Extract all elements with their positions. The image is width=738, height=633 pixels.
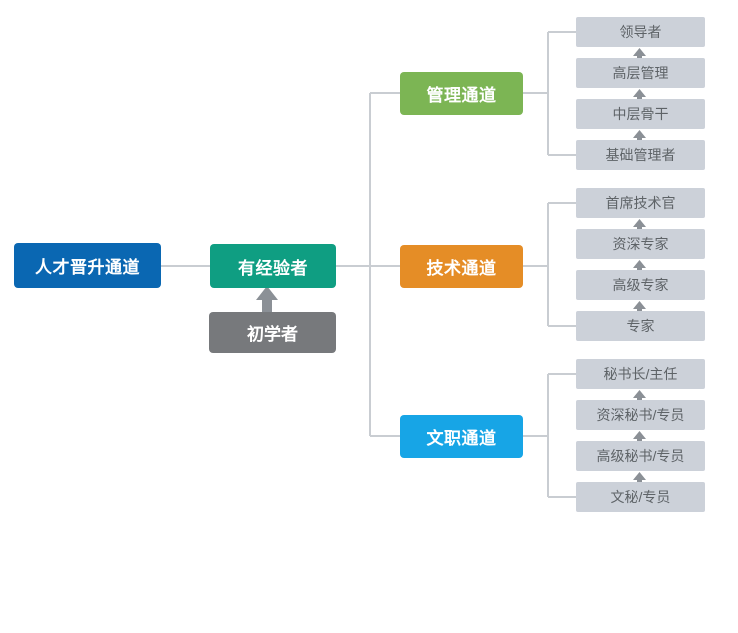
node-civil-level-2-label: 高级秘书/专员 bbox=[596, 448, 685, 464]
node-management-level-0-label: 领导者 bbox=[619, 24, 662, 40]
node-technical-level-0[interactable]: 首席技术官 bbox=[576, 188, 705, 218]
node-technical-level-3[interactable]: 专家 bbox=[576, 311, 705, 341]
node-technical-level-1[interactable]: 资深专家 bbox=[576, 229, 705, 259]
node-channel-management[interactable]: 管理通道 bbox=[400, 72, 523, 115]
node-management-level-2-label: 中层骨干 bbox=[612, 106, 669, 122]
node-root-label: 人才晋升通道 bbox=[35, 258, 140, 277]
node-management-level-0[interactable]: 领导者 bbox=[576, 17, 705, 47]
node-beginner-label: 初学者 bbox=[247, 325, 298, 344]
node-management-level-3-label: 基础管理者 bbox=[605, 147, 676, 163]
node-technical-level-2-label: 高级专家 bbox=[612, 277, 669, 293]
node-technical-level-2[interactable]: 高级专家 bbox=[576, 270, 705, 300]
node-root-talent-promotion[interactable]: 人才晋升通道 bbox=[14, 243, 161, 288]
node-civil-level-0[interactable]: 秘书长/主任 bbox=[576, 359, 705, 389]
node-technical-level-3-label: 专家 bbox=[626, 318, 655, 334]
node-channel-civil[interactable]: 文职通道 bbox=[400, 415, 523, 458]
node-experienced-label: 有经验者 bbox=[238, 258, 308, 278]
node-management-level-3[interactable]: 基础管理者 bbox=[576, 140, 705, 170]
node-management-level-2[interactable]: 中层骨干 bbox=[576, 99, 705, 129]
node-channel-technical-label: 技术通道 bbox=[426, 259, 497, 278]
node-beginner[interactable]: 初学者 bbox=[209, 312, 336, 353]
node-civil-level-1-label: 资深秘书/专员 bbox=[596, 407, 685, 423]
node-civil-level-3[interactable]: 文秘/专员 bbox=[576, 482, 705, 512]
arrow-beginner-to-experienced bbox=[256, 286, 278, 313]
node-civil-level-3-label: 文秘/专员 bbox=[610, 489, 671, 505]
node-management-level-1-label: 高层管理 bbox=[612, 65, 669, 81]
node-management-level-1[interactable]: 高层管理 bbox=[576, 58, 705, 88]
node-civil-level-2[interactable]: 高级秘书/专员 bbox=[576, 441, 705, 471]
node-channel-civil-label: 文职通道 bbox=[426, 429, 497, 448]
node-technical-level-0-label: 首席技术官 bbox=[605, 195, 676, 211]
node-civil-level-1[interactable]: 资深秘书/专员 bbox=[576, 400, 705, 430]
node-channel-technical[interactable]: 技术通道 bbox=[400, 245, 523, 288]
node-channel-management-label: 管理通道 bbox=[426, 86, 497, 105]
node-experienced[interactable]: 有经验者 bbox=[210, 244, 336, 288]
node-civil-level-0-label: 秘书长/主任 bbox=[603, 366, 678, 382]
node-technical-level-1-label: 资深专家 bbox=[612, 236, 669, 252]
